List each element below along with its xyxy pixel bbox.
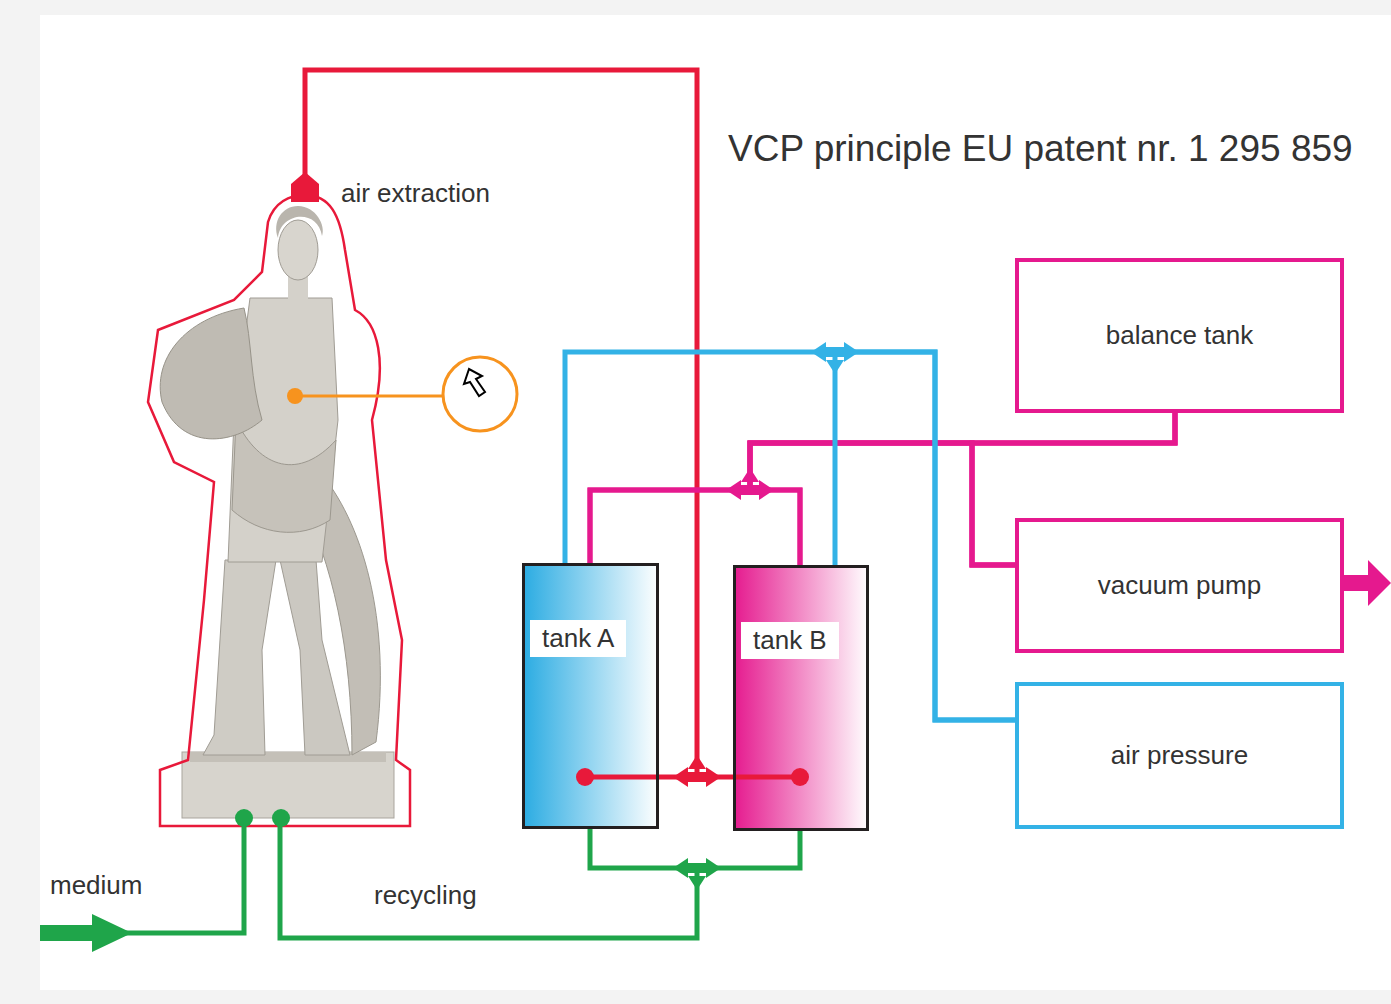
recycling-pipe [280, 818, 697, 938]
tank-label: tank A [530, 620, 626, 657]
equipment-box: balance tank [1015, 258, 1344, 413]
equipment-box: vacuum pump [1015, 518, 1344, 653]
pipe-connector [750, 443, 1015, 565]
three-way-valve [726, 468, 774, 500]
box-label: vacuum pump [1098, 570, 1261, 601]
pipe-connector [590, 829, 800, 868]
extraction-fitting [291, 172, 319, 202]
pressure-gauge [443, 357, 517, 431]
gauge-point [287, 388, 303, 404]
gauge-leader [295, 395, 443, 398]
air-extraction-pipe [305, 70, 697, 777]
pipe-connector [590, 443, 1015, 565]
tank-label: tank B [741, 622, 839, 659]
inlet-dot [235, 809, 253, 827]
pipe-label: air extraction [341, 178, 490, 209]
tank-fill [522, 563, 659, 829]
tank-box: tank B [733, 565, 869, 831]
equipment-box: air pressure [1015, 682, 1344, 829]
box-label: air pressure [1111, 740, 1248, 771]
three-way-valve [673, 858, 721, 890]
tank-box: tank A [522, 563, 659, 829]
three-way-valve [673, 755, 721, 787]
pipe-end-dot [576, 768, 594, 786]
pipe-label: medium [50, 870, 142, 901]
pipe-connector [565, 352, 1015, 720]
tank-fill [733, 565, 869, 831]
pipe-end-dot [791, 768, 809, 786]
diagram-title: VCP principle EU patent nr. 1 295 859 [728, 128, 1353, 170]
statue [160, 206, 394, 818]
three-way-valve [811, 342, 859, 374]
inlet-dot [272, 809, 290, 827]
pipe-connector [835, 352, 1015, 720]
exhaust-arrow [1343, 560, 1391, 606]
medium-inlet-arrow [40, 914, 132, 952]
gauge-needle [464, 369, 485, 396]
box-label: balance tank [1106, 320, 1253, 351]
statue-outline [148, 195, 410, 826]
pipe-label: recycling [374, 880, 477, 911]
